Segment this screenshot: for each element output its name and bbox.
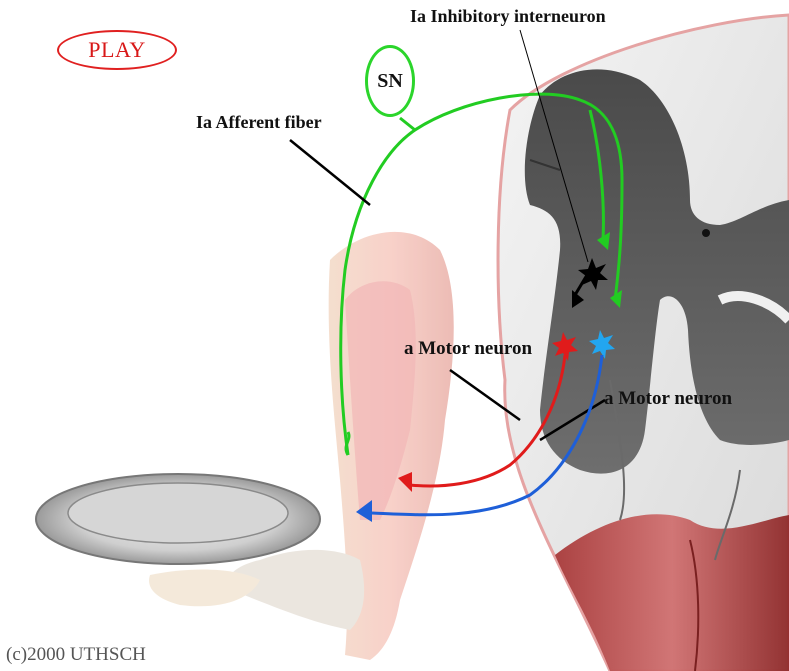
spinal-cord bbox=[498, 15, 789, 671]
motor-neuron-label-1: a Motor neuron bbox=[404, 338, 532, 360]
sensory-neuron-label: SN bbox=[365, 45, 415, 117]
copyright-text: (c)2000 UTHSCH bbox=[6, 644, 146, 666]
inhibitory-interneuron-label: Ia Inhibitory interneuron bbox=[410, 6, 606, 27]
sn-text: SN bbox=[377, 70, 403, 93]
afferent-fiber-label: Ia Afferent fiber bbox=[196, 112, 322, 133]
leg-muscle bbox=[149, 232, 454, 660]
motor-neuron-label-2: a Motor neuron bbox=[604, 388, 732, 410]
play-button[interactable]: PLAY bbox=[57, 30, 177, 70]
reflex-hammer-plate bbox=[36, 474, 320, 564]
